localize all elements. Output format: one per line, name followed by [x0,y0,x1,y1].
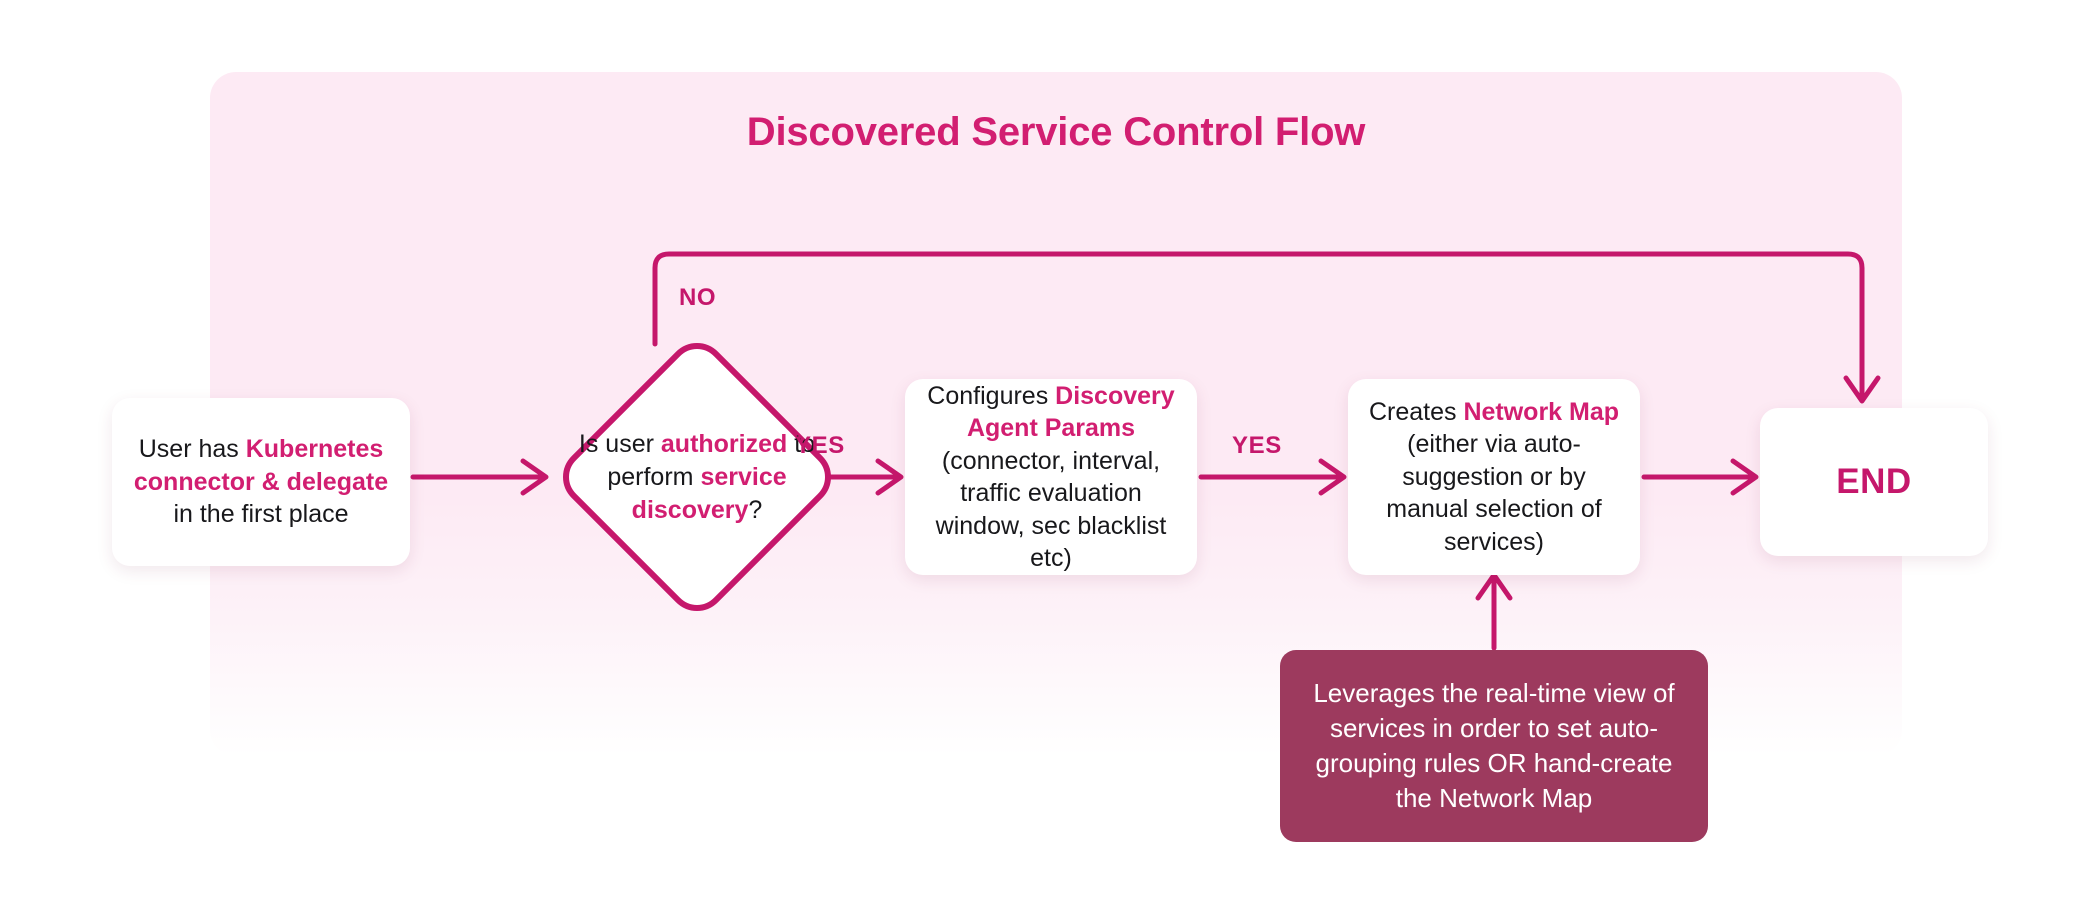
node-decision-part-1: authorized [660,429,788,458]
decision-diamond-shape [563,343,831,611]
node-decision-part-4: ? [748,495,763,524]
node-map-part-0: Creates [1368,397,1464,426]
node-decision-part-2: to perform [607,429,816,491]
node-start-part-2: in the first place [173,500,349,529]
node-map-part-1: Network Map [1463,397,1620,426]
node-params-text: Configures Discovery Agent Params (conne… [905,380,1197,575]
edge-label-no: NO [679,284,717,311]
node-decision-text: Is user authorized to perform service di… [558,338,836,616]
node-decision-part-0: Is user [578,429,661,458]
node-configures-discovery-agent-params[interactable]: Configures Discovery Agent Params (conne… [905,379,1197,575]
edge-label-yes-first: YES [795,432,845,459]
node-map-text: Creates Network Map (either via auto-sug… [1348,396,1640,559]
note-text: Leverages the real-time view of services… [1313,678,1675,813]
node-creates-network-map[interactable]: Creates Network Map (either via auto-sug… [1348,379,1640,575]
node-params-part-2: (connector, interval, traffic evaluation… [935,446,1167,573]
node-end-label: END [1836,462,1912,502]
node-params-part-1: Discovery Agent Params [966,381,1175,443]
node-start-part-1: Kubernetes connector & delegate [133,435,389,496]
node-user-has-connector[interactable]: User has Kubernetes connector & delegate… [112,398,410,566]
node-decision-part-3: service discovery [631,462,787,524]
node-params-part-0: Configures [927,381,1056,410]
node-start-part-0: User has [138,435,246,464]
note-leverages-real-time-view[interactable]: Leverages the real-time view of services… [1280,650,1708,842]
node-is-user-authorized[interactable]: Is user authorized to perform service di… [558,338,836,616]
edge-label-yes-second: YES [1232,432,1282,459]
node-end[interactable]: END [1760,408,1988,556]
diagram-title: Discovered Service Control Flow [746,110,1366,154]
node-start-text: User has Kubernetes connector & delegate… [112,433,410,531]
node-map-part-2: (either via auto-suggestion or by manual… [1386,430,1602,556]
